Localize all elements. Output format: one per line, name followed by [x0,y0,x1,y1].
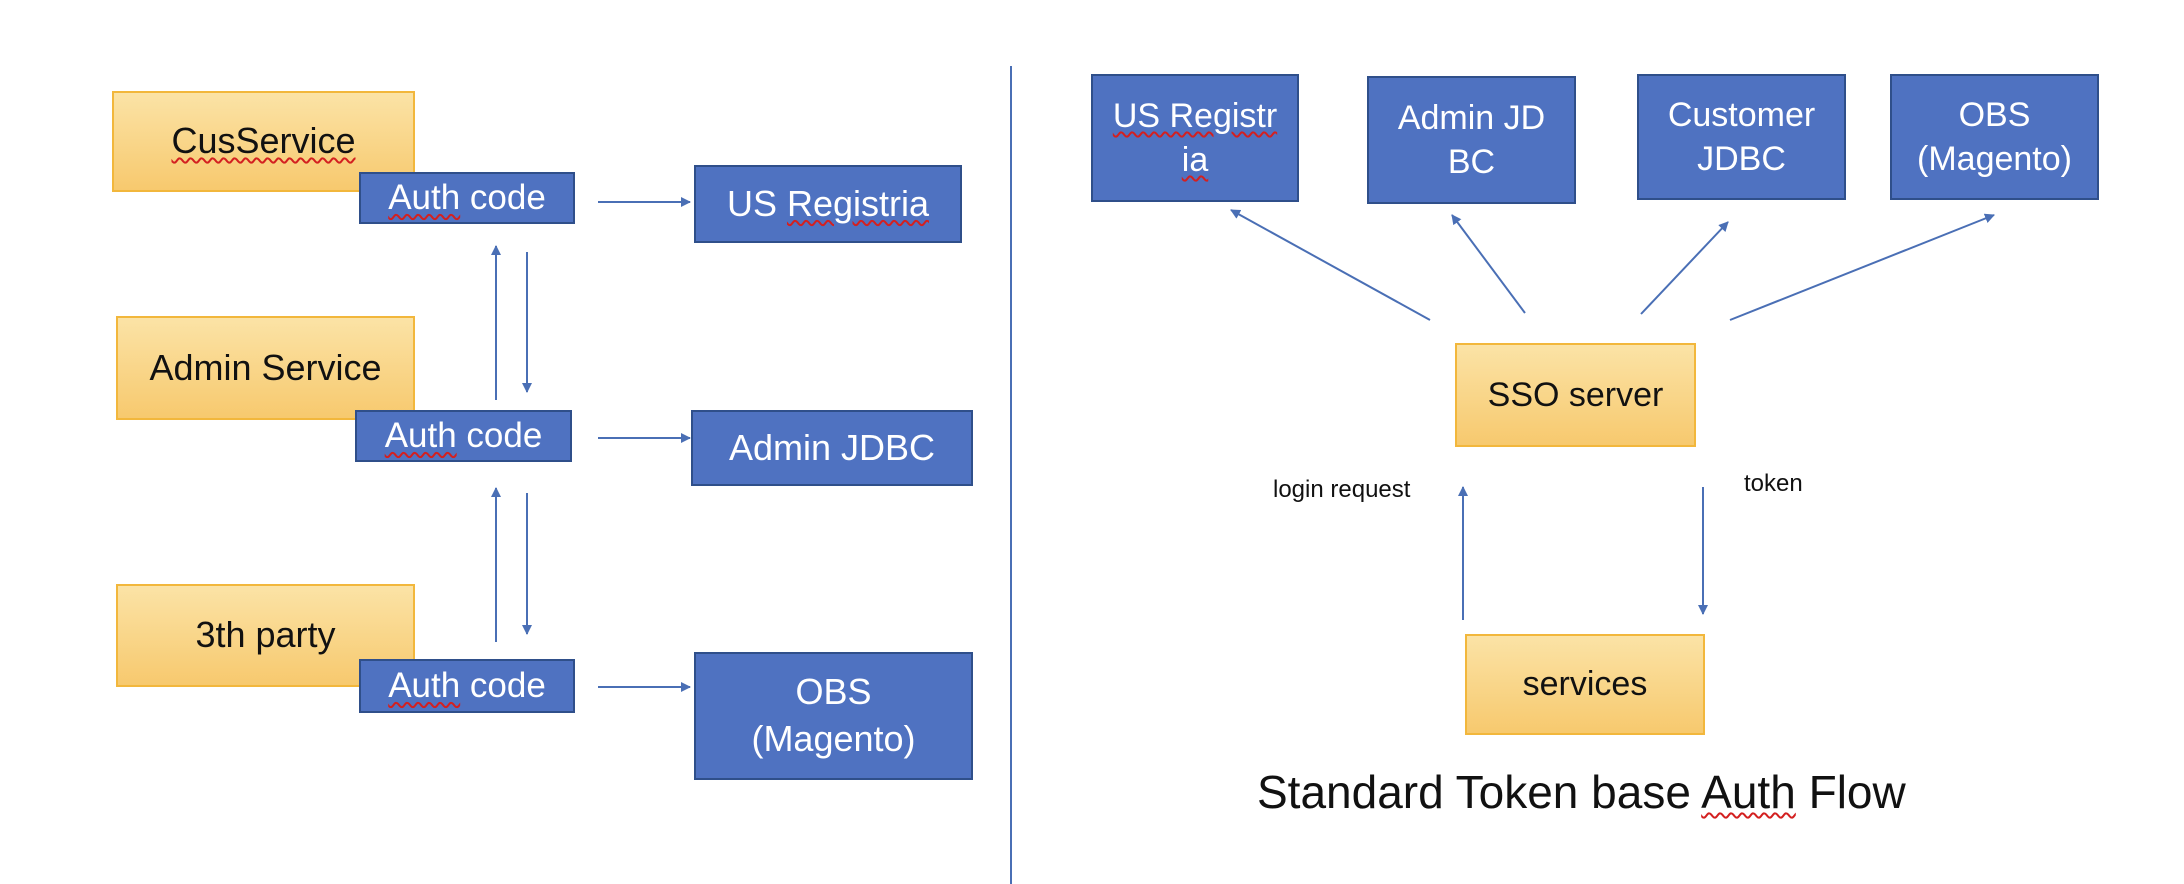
services-box: services [1465,634,1705,735]
third-party-label: 3th party [195,614,336,656]
customer-jdbc-label-right: Customer JDBC [1667,95,1816,178]
services-label: services [1522,665,1648,704]
obs-magento-box-left: OBS (Magento) [694,652,973,780]
auth-code-word-2: Auth [384,416,457,456]
admin-jdbc-label: Admin JDBC [728,426,936,468]
admin-service-box: Admin Service [116,316,415,420]
obs-magento-label-right: OBS (Magento) [1917,95,2072,178]
arrow-sso-to-admin-jdbc [1451,214,1526,314]
customer-jdbc-box-right: Customer JDBC [1637,74,1846,200]
auth-code-label-3: Auth code [388,666,546,706]
us-registria-box: US Registria [694,165,962,243]
obs-magento-label-left: OBS (Magento) [751,671,916,759]
registria-word: Registria [786,182,930,224]
divider-line [1010,66,1012,884]
cus-service-label: CusService [171,120,356,162]
token-label: token [1744,470,1803,497]
admin-jdbc-box-right: Admin JD BC [1367,76,1576,204]
auth-code-label-1: Auth code [388,178,546,218]
auth-code-word-1: Auth [388,178,461,218]
arrow-sso-to-obs [1729,213,1995,321]
auth-code-label-2: Auth code [384,416,543,456]
auth-code-word-3: Auth [388,666,461,706]
sso-server-box: SSO server [1455,343,1696,447]
diagram-caption: Standard Token base Auth Flow [1257,766,1906,818]
caption-auth-word: Auth [1701,766,1796,818]
ia-word: ia [1181,141,1209,179]
login-request-label: login request [1273,476,1411,503]
us-registria-label: US Registria [726,182,930,224]
obs-magento-box-right: OBS (Magento) [1890,74,2099,200]
admin-jdbc-box: Admin JDBC [691,410,973,486]
registr-word: US Registr [1112,96,1278,135]
admin-service-label: Admin Service [149,346,382,388]
us-registria-label-right: US Registr ia [1113,94,1277,182]
auth-code-box-3: Auth code [359,659,575,713]
auth-code-box-2: Auth code [355,410,572,462]
arrow-sso-to-us-registria [1230,209,1431,321]
auth-code-box-1: Auth code [359,172,575,224]
arrow-sso-to-customer-jdbc [1640,221,1729,315]
cus-service-box: CusService [112,91,415,192]
us-registria-box-right: US Registr ia [1091,74,1299,202]
sso-server-label: SSO server [1487,375,1664,414]
admin-jdbc-label-right: Admin JD BC [1397,98,1546,181]
